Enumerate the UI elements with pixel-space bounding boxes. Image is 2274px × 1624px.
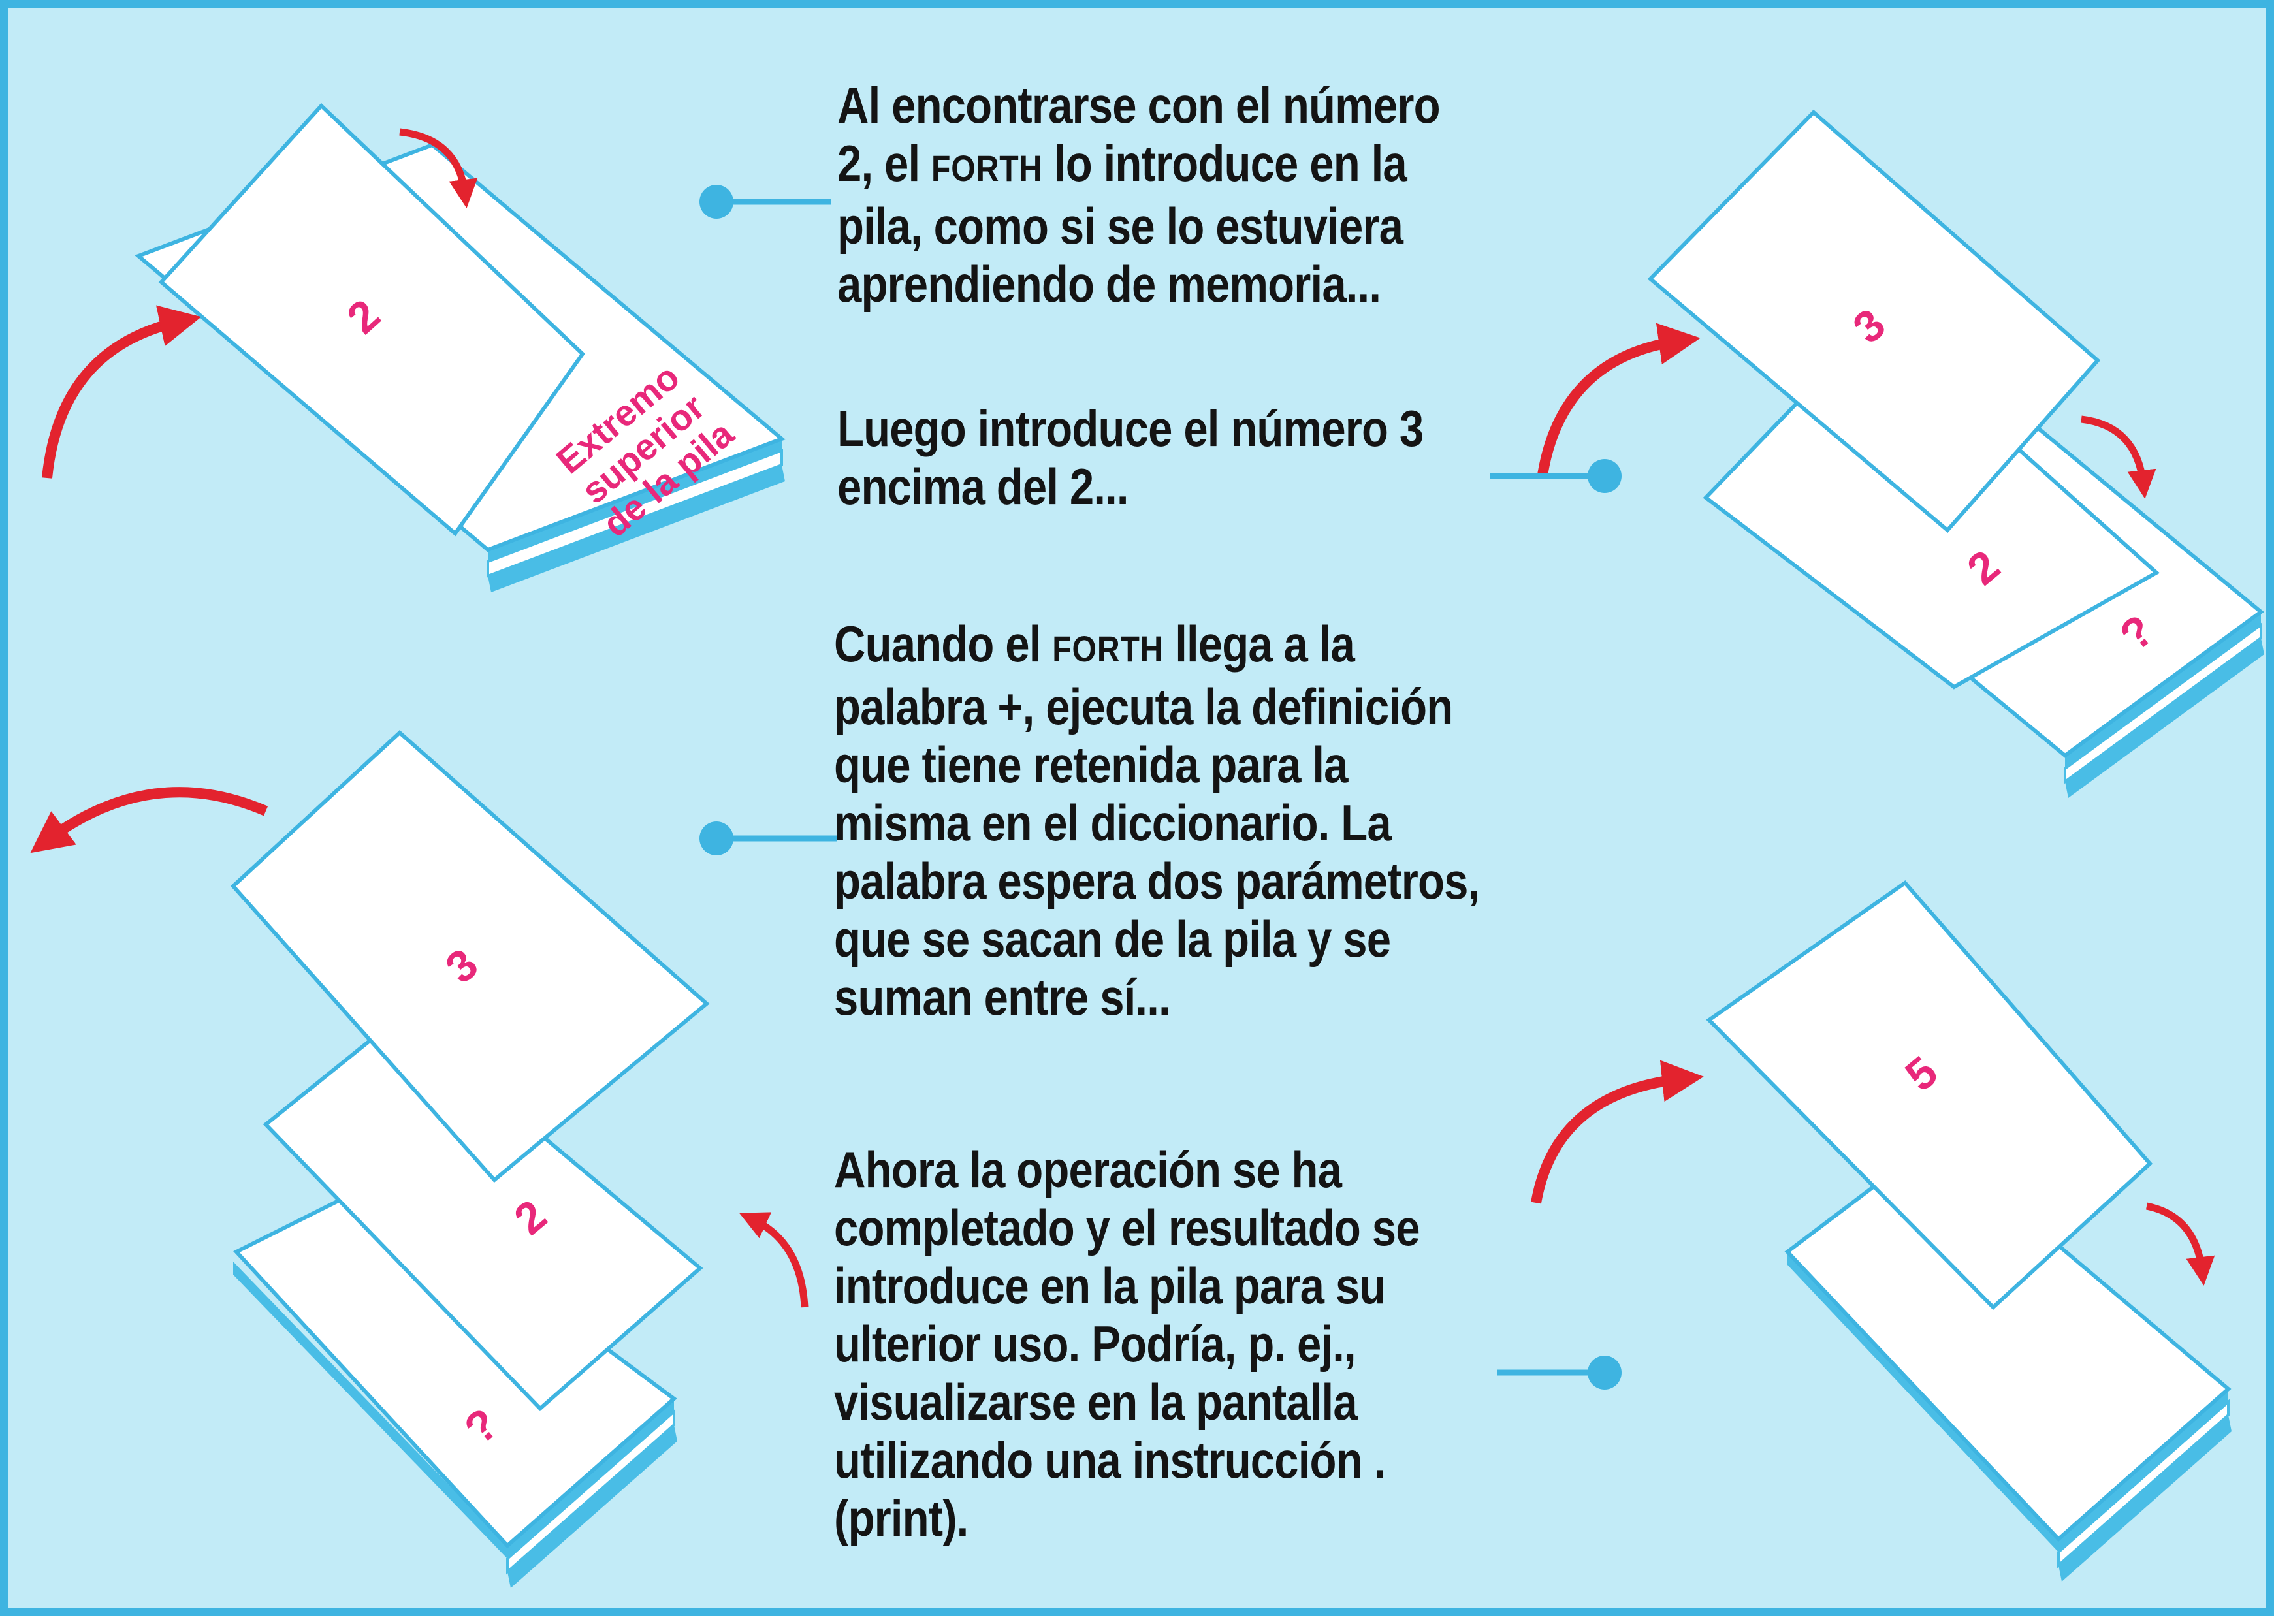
- connector-dot: [1588, 459, 1622, 493]
- stack-illustrations: 2 Extremo superior de la pila ? 2 3: [30, 103, 2264, 1588]
- stack-edge: [1787, 1252, 2058, 1552]
- stack-edge: [507, 1425, 677, 1588]
- stack-edge: [507, 1399, 674, 1559]
- stack-edge: [2065, 638, 2264, 798]
- step4-caption: Ahora la operación se ha completado y el…: [834, 1141, 1480, 1548]
- card: [230, 729, 710, 1183]
- step2-caption: Luego introduce el número 3 encima del 2…: [837, 400, 1483, 516]
- card: [263, 1014, 703, 1412]
- pop-arrow: [30, 787, 268, 853]
- stack-sheet: [487, 449, 783, 578]
- drop-arrow: [399, 128, 478, 208]
- caption-text: Al encontrarse con el número 2, el: [837, 76, 1452, 192]
- pop-arrow: [739, 1212, 809, 1308]
- stack-edge: [233, 1262, 507, 1559]
- caption-connectors: [699, 185, 1622, 1390]
- caption-text: lo introduce en la pila, como si se lo e…: [837, 135, 1418, 313]
- step3-illustration: ? 2 3: [30, 729, 809, 1588]
- card: [1647, 109, 2101, 533]
- stack-edge: [2065, 612, 2261, 769]
- connector-dot: [1588, 1356, 1622, 1390]
- stack-edge: [488, 465, 785, 592]
- push-arrow: [1531, 1060, 1704, 1204]
- stack-edge: [2058, 1415, 2232, 1582]
- step1-caption: Al encontrarse con el número 2, el FORTH…: [837, 76, 1483, 313]
- connector-dot: [699, 185, 733, 219]
- drop-arrow: [2081, 415, 2156, 499]
- caption-text: Luego introduce el número 3 encima del 2…: [837, 400, 1435, 515]
- stack-sheet: [2064, 622, 2262, 784]
- caption-forth: FORTH: [1052, 628, 1164, 669]
- step1-illustration: 2 Extremo superior de la pila: [42, 103, 786, 592]
- stack-edge: [488, 439, 782, 562]
- card: [1706, 880, 2153, 1311]
- step2-illustration: ? 2 3: [1537, 109, 2264, 798]
- caption-text: Cuando el: [834, 615, 1053, 673]
- step4-illustration: 5: [1531, 880, 2232, 1582]
- stack-sheet: [2057, 1399, 2230, 1568]
- card: [158, 103, 585, 537]
- caption-text: Ahora la operación se ha completado y el…: [834, 1141, 1432, 1547]
- push-arrow: [42, 305, 202, 479]
- stack-edge: [2058, 1389, 2228, 1552]
- caption-text: llega a la palabra +, ejecuta la definic…: [834, 615, 1492, 1026]
- stack-top-card: [1784, 1138, 2232, 1542]
- step3-caption: Cuando el FORTH llega a la palabra +, ej…: [834, 615, 1480, 1027]
- connector-dot: [699, 821, 733, 855]
- drop-arrow: [2145, 1202, 2215, 1286]
- caption-forth: FORTH: [931, 148, 1043, 189]
- push-arrow: [1537, 323, 1701, 476]
